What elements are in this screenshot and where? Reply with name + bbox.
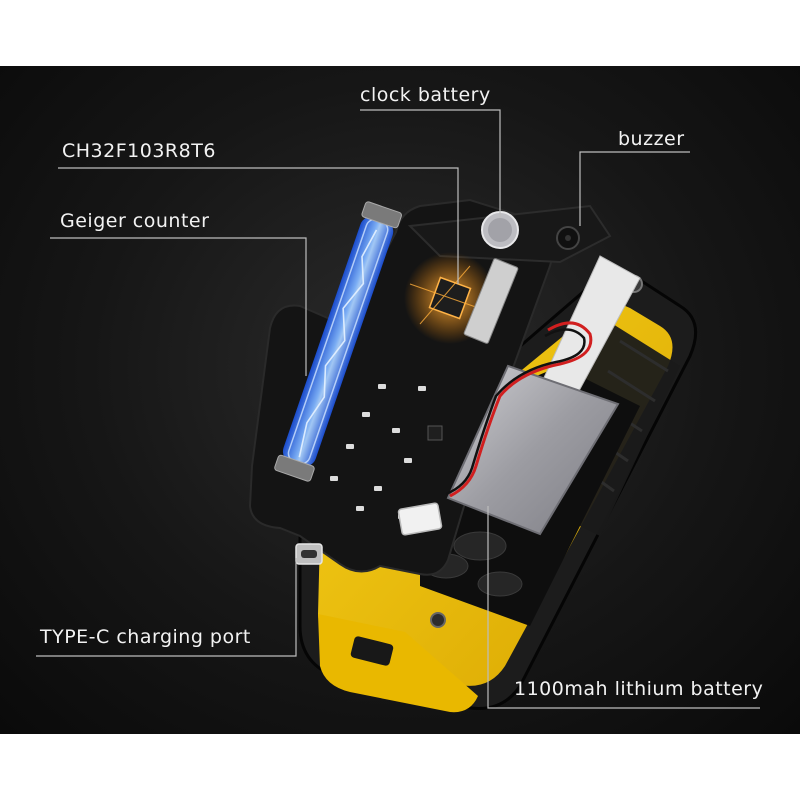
callout-usb-port: TYPE-C charging port — [40, 626, 251, 648]
clock-battery-cell — [481, 211, 519, 249]
buzzer-component — [556, 226, 580, 250]
battery-connector — [397, 502, 443, 536]
ic-small — [427, 425, 443, 441]
callout-lithium-battery: 1100mah lithium battery — [514, 678, 764, 700]
callout-clock-battery: clock battery — [360, 84, 491, 106]
callout-mcu: CH32F103R8T6 — [62, 140, 216, 162]
callout-geiger-counter: Geiger counter — [60, 210, 210, 232]
geiger-counter-device-illustration — [248, 198, 698, 713]
product-diagram: clock battery CH32F103R8T6 buzzer Geiger… — [0, 66, 800, 734]
ribbon-connector — [463, 258, 519, 344]
lithium-battery-pack — [445, 321, 620, 536]
usb-c-port — [295, 543, 323, 565]
callout-buzzer: buzzer — [618, 128, 685, 150]
